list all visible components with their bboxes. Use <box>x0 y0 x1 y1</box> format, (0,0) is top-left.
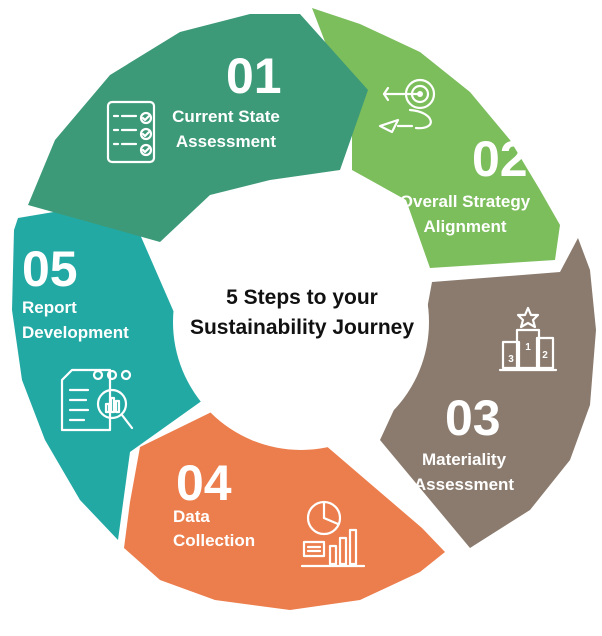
step-03-label-line2: Assessment <box>414 475 515 494</box>
center-circle <box>173 194 429 450</box>
step-01-label-line2: Assessment <box>176 132 277 151</box>
report-icon <box>60 368 134 432</box>
segment-02 <box>312 8 560 268</box>
podium-second-label: 2 <box>542 350 548 361</box>
step-05-label-line1: Report <box>22 298 77 317</box>
segment-01 <box>28 14 368 242</box>
segment-03 <box>380 238 596 548</box>
step-05-number: 05 <box>22 241 78 297</box>
center-title-line1: 5 Steps to your <box>226 286 378 309</box>
checklist-icon <box>106 100 156 164</box>
step-05-label-line2: Development <box>22 323 129 342</box>
podium-first-label: 1 <box>525 342 531 353</box>
step-04-label-line1: Data <box>173 507 210 526</box>
step-02-number: 02 <box>472 131 528 187</box>
podium-icon: 1 2 3 <box>498 306 558 372</box>
segment-04 <box>124 402 445 610</box>
podium-third-label: 3 <box>508 354 514 365</box>
center-title-line2: Sustainability Journey <box>190 316 414 339</box>
step-03-number: 03 <box>445 390 501 446</box>
step-03-label-line1: Materiality <box>422 450 507 469</box>
step-01-label-line1: Current State <box>172 107 280 126</box>
step-04-label-line2: Collection <box>173 531 255 550</box>
step-02-label-line2: Alignment <box>423 217 506 236</box>
target-icon <box>378 78 436 134</box>
step-01-number: 01 <box>226 48 282 104</box>
step-02-label-line1: Overall Strategy <box>400 192 531 211</box>
step-04-number: 04 <box>176 455 232 511</box>
analytics-icon <box>300 500 366 568</box>
